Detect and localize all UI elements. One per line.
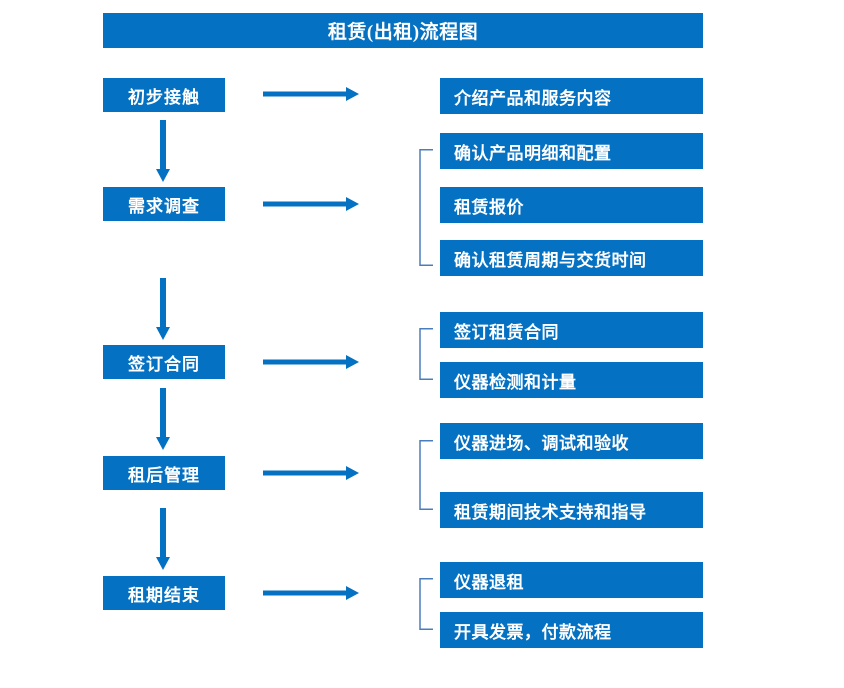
detail-box[interactable]: 开具发票，付款流程 (440, 612, 703, 648)
page-title: 租赁(出租)流程图 (103, 13, 703, 48)
bracket-needs-survey (419, 149, 433, 266)
arrow-survey-to-contract-icon (154, 278, 172, 340)
stage-box[interactable]: 租后管理 (103, 456, 225, 490)
bracket-sign-contract (419, 328, 433, 380)
detail-box[interactable]: 租赁报价 (440, 187, 703, 223)
bracket-post-rental (419, 440, 433, 510)
arrow-contract-to-postrental-icon (154, 388, 172, 450)
arrow-postrental-to-end-icon (154, 508, 172, 570)
detail-box[interactable]: 介绍产品和服务内容 (440, 78, 703, 114)
stage-box[interactable]: 签订合同 (103, 345, 225, 379)
bracket-lease-end (419, 578, 433, 630)
stage-box[interactable]: 需求调查 (103, 187, 225, 221)
arrow-lease-end-icon (263, 584, 359, 602)
arrow-sign-contract-icon (263, 353, 359, 371)
stage-box[interactable]: 租期结束 (103, 576, 225, 610)
stage-box[interactable]: 初步接触 (103, 78, 225, 112)
arrow-needs-survey-icon (263, 195, 359, 213)
arrow-contact-to-survey-icon (154, 120, 172, 182)
detail-box[interactable]: 确认产品明细和配置 (440, 133, 703, 169)
detail-box[interactable]: 仪器检测和计量 (440, 362, 703, 398)
detail-box[interactable]: 租赁期间技术支持和指导 (440, 492, 703, 528)
arrow-initial-contact-icon (263, 85, 359, 103)
detail-box[interactable]: 签订租赁合同 (440, 312, 703, 348)
detail-box[interactable]: 仪器退租 (440, 562, 703, 598)
detail-box[interactable]: 确认租赁周期与交货时间 (440, 240, 703, 276)
detail-box[interactable]: 仪器进场、调试和验收 (440, 423, 703, 459)
arrow-post-rental-icon (263, 464, 359, 482)
